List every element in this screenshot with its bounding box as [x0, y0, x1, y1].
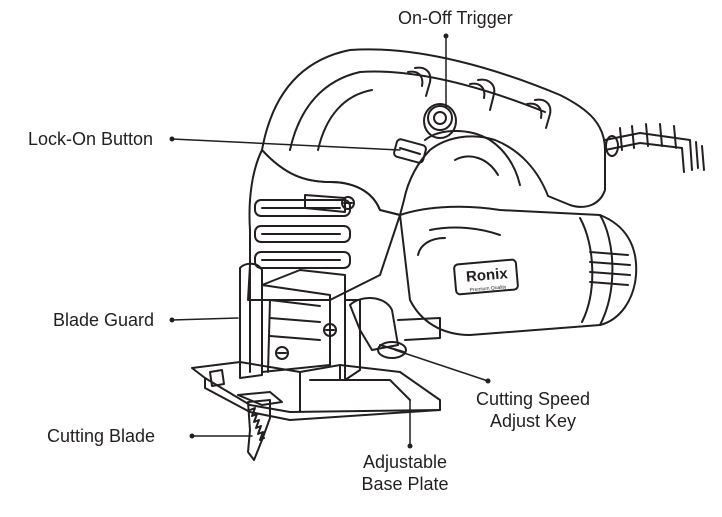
front-body: [247, 149, 401, 301]
leader-blade-guard: [171, 317, 239, 321]
power-cord: [604, 123, 705, 173]
label-base-plate-line2: Base Plate: [361, 474, 449, 494]
cutting-blade: [237, 299, 283, 461]
cutting-speed-knob: [349, 297, 441, 359]
label-cutting-blade: Cutting Blade: [47, 426, 156, 446]
leader-lock-on-button: [171, 138, 401, 151]
lock-on-button-shape: [393, 138, 427, 164]
motor-housing: [399, 205, 638, 336]
label-cutting-speed-line1: Cutting Speed: [475, 389, 591, 409]
logo-tagline: Premium Quality: [469, 284, 507, 293]
leader-cutting-speed: [394, 349, 489, 382]
label-lock-on-button: Lock-On Button: [28, 129, 154, 149]
ronix-logo: Ronix Premium Quality: [465, 265, 509, 293]
callout-lines: [171, 35, 489, 447]
callout-dots: [169, 33, 491, 449]
on-off-trigger-knob: [423, 103, 457, 139]
label-on-off-trigger: On-Off Trigger: [398, 8, 513, 28]
label-adjustable-base-plate: Adjustable Base Plate: [346, 451, 464, 495]
label-cutting-speed-adjust-key: Cutting Speed Adjust Key: [466, 388, 600, 432]
base-plate: [191, 361, 441, 421]
label-base-plate-line1: Adjustable: [362, 452, 448, 472]
handle-housing: [261, 48, 606, 216]
label-cutting-speed-line2: Adjust Key: [489, 411, 577, 431]
label-blade-guard: Blade Guard: [53, 310, 155, 330]
logo-brand-name: Ronix: [465, 265, 509, 286]
blade-guard-frame: [239, 262, 361, 381]
